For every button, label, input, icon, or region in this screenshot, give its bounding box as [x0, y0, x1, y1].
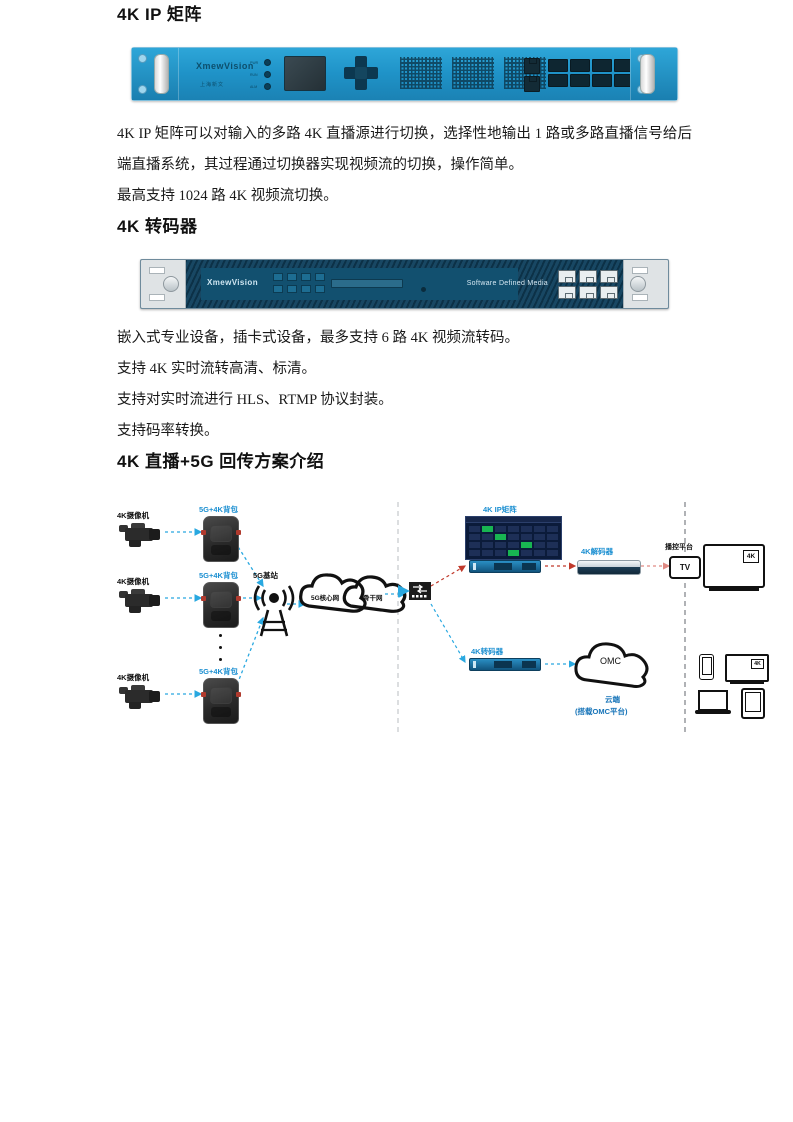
- run-led-icon: [264, 71, 271, 78]
- label-broadcast-platform: 播控平台: [665, 544, 693, 551]
- diagram-connectors: [165, 502, 686, 734]
- heading-4k-transcoder: 4K 转码器: [117, 217, 198, 236]
- indicator-dot-icon: [421, 287, 426, 292]
- screw-icon: [138, 85, 147, 94]
- label-cloud-core: 5G核心网: [311, 595, 340, 602]
- paragraph-block-matrix: 4K IP 矩阵可以对输入的多路 4K 直播源进行切换，选择性地输出 1 路或多…: [117, 119, 692, 212]
- label-base-station: 5G基站: [253, 571, 279, 580]
- label-4k-transcoder: 4K转码器: [471, 647, 504, 656]
- architecture-diagram: 4K摄像机 4K摄像机 4K摄像机 5G+4K背包 5G+4K背包 5G+4K背…: [113, 494, 769, 744]
- rack-handle-icon: [154, 54, 169, 94]
- heading-4k-ip-matrix: 4K IP 矩阵: [117, 5, 202, 24]
- device-image-4k-ip-matrix: XmewVision 上海新文 PWR RUN ALM: [117, 47, 692, 101]
- rack-device-matrix-mini: [469, 560, 541, 573]
- tv-4k-icon: 4K: [703, 544, 765, 591]
- backpack-icon: [201, 582, 241, 628]
- rj45-port-group: [524, 58, 540, 92]
- rack-ear-right: [630, 48, 677, 100]
- badge-4k: 4K: [743, 550, 759, 563]
- label-camera-1: 4K摄像机: [117, 511, 150, 520]
- monitor-4k-icon: 4K: [725, 654, 769, 684]
- camera-icon: [117, 522, 161, 548]
- camera-icon: [117, 684, 161, 710]
- alarm-led-icon: [264, 83, 271, 90]
- ellipsis-vertical: [219, 634, 222, 661]
- screw-icon: [138, 54, 147, 63]
- sfp-port-group: [548, 59, 634, 87]
- label-backpack-3: 5G+4K背包: [199, 667, 238, 676]
- rack-handle-icon: [640, 54, 655, 94]
- paragraph: 支持对实时流进行 HLS、RTMP 协议封装。: [117, 392, 393, 408]
- cloud-core-network: [299, 573, 367, 613]
- label-cloud-backbone: 骨干网: [363, 595, 383, 602]
- label-backpack-2: 5G+4K背包: [199, 571, 238, 580]
- device-image-4k-transcoder: XmewVision Software Defined Media: [117, 259, 692, 309]
- label-cloud-line1: 云端: [605, 695, 620, 704]
- label-4k-decoder: 4K解码器: [581, 547, 614, 556]
- rack-device-transcoder-mini: [469, 658, 541, 671]
- brand-logo: XmewVision: [207, 278, 258, 287]
- brand-logo: XmewVision: [196, 61, 254, 71]
- thumbscrew-icon: [630, 276, 646, 292]
- rack-device-transcoder: XmewVision Software Defined Media: [140, 259, 669, 309]
- paragraph-block-transcoder: 嵌入式专业设备，插卡式设备，最多支持 6 路 4K 视频流转码。 支持 4K 实…: [117, 323, 692, 447]
- paragraph: 4K IP 矩阵可以对输入的多路 4K 直播源进行切换，选择性地输出 1 路或多…: [117, 126, 692, 173]
- backpack-icon: [201, 678, 241, 724]
- brand-sublogo: 上海新文: [200, 82, 225, 88]
- label-omc: OMC: [600, 656, 621, 666]
- laptop-icon: [695, 690, 731, 714]
- device-lcd-screen: [284, 56, 326, 91]
- backpack-icon: [201, 516, 241, 562]
- decoder-server-icon: [577, 560, 641, 575]
- document-content: 4K IP 矩阵 XmewVision 上海新文 PWR RUN ALM: [117, 0, 769, 744]
- rj45-port-group: [558, 270, 618, 299]
- button-led-grid: [273, 273, 325, 293]
- tablet-icon: [741, 688, 765, 719]
- base-station-icon: [253, 585, 295, 637]
- paragraph: 嵌入式专业设备，插卡式设备，最多支持 6 路 4K 视频流转码。: [117, 330, 519, 346]
- tv-icon: TV: [669, 556, 701, 579]
- card-slot: [331, 279, 403, 288]
- rack-ear-left: [132, 48, 179, 100]
- matrix-control-ui[interactable]: [465, 516, 562, 560]
- status-led-group: PWR RUN ALM: [250, 59, 271, 95]
- thumbscrew-icon: [163, 276, 179, 292]
- paragraph: 支持码率转换。: [117, 423, 219, 439]
- rack-ear-right: [623, 260, 668, 308]
- cloud-omc-icon: [574, 642, 649, 688]
- paragraph: 最高支持 1024 路 4K 视频流切换。: [117, 188, 338, 204]
- device-model-text: Software Defined Media: [466, 280, 548, 287]
- label-backpack-1: 5G+4K背包: [199, 505, 238, 514]
- rack-ear-left: [141, 260, 186, 308]
- dpad-icon: [344, 56, 378, 90]
- power-led-icon: [264, 59, 271, 66]
- cloud-backbone-network: [342, 575, 407, 613]
- badge-4k: 4K: [751, 659, 764, 669]
- camera-icon: [117, 588, 161, 614]
- label-camera-3: 4K摄像机: [117, 673, 150, 682]
- label-cloud-line2: (搭载OMC平台): [575, 707, 628, 716]
- label-4k-ip-matrix: 4K IP矩阵: [483, 505, 517, 514]
- rack-device-matrix: XmewVision 上海新文 PWR RUN ALM: [131, 47, 678, 101]
- heading-4k-live-5g: 4K 直播+5G 回传方案介绍: [117, 452, 325, 471]
- paragraph: 支持 4K 实时流转高清、标清。: [117, 361, 316, 377]
- router-icon: [398, 582, 431, 600]
- smartphone-icon: [699, 654, 714, 680]
- label-camera-2: 4K摄像机: [117, 577, 150, 586]
